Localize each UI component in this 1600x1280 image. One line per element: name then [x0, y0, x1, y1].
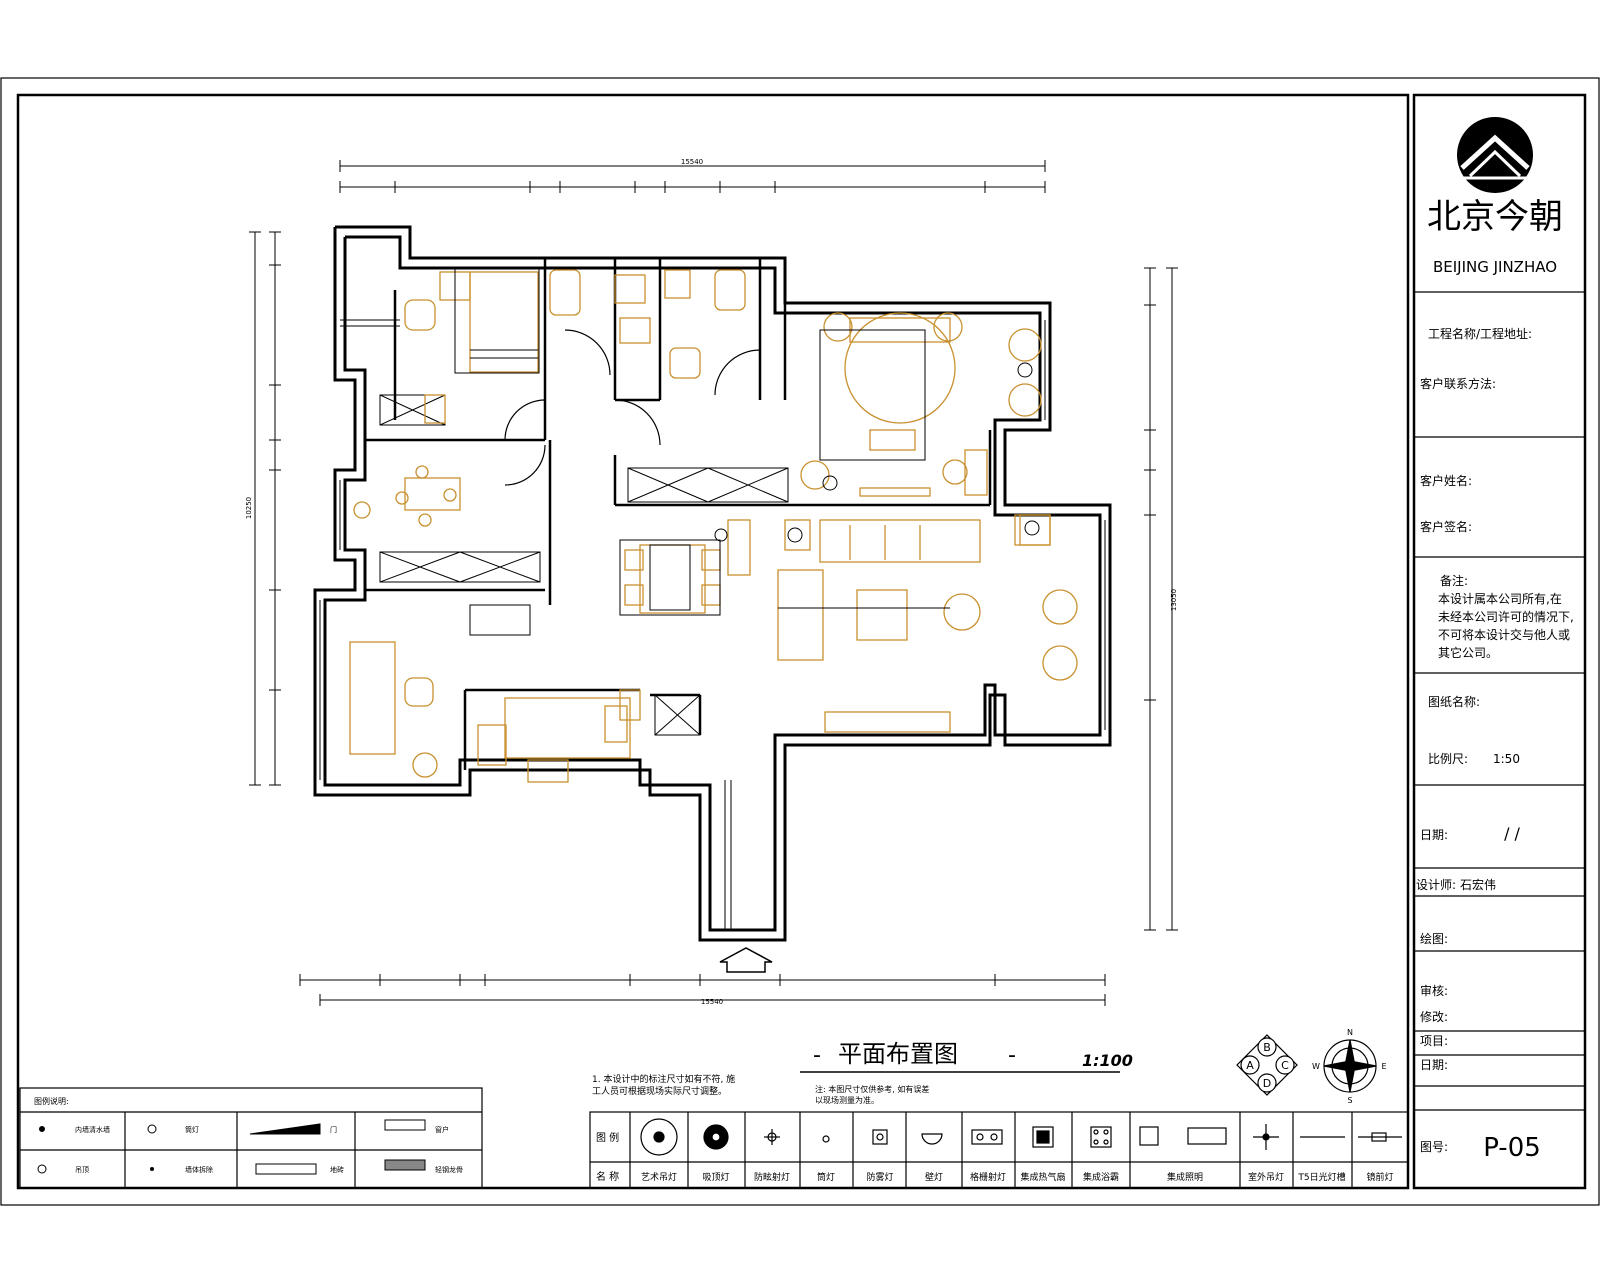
dimension-right: [1144, 267, 1178, 931]
company-logo: [1457, 117, 1533, 193]
day-label: 日期:: [1420, 1058, 1448, 1072]
windows: [319, 319, 1106, 930]
notes-line-1: 本设计属本公司所有,在: [1438, 592, 1562, 606]
legend-left-item-1: 内墙清水墙: [75, 1125, 110, 1134]
dimension-left: [249, 231, 281, 786]
drafter-label: 绘图:: [1420, 931, 1448, 946]
marker-letter-c: C: [1281, 1059, 1289, 1072]
entry-arrow-icon: [719, 947, 773, 973]
legend-left-symbols: [37, 1119, 426, 1175]
dimension-top: [339, 160, 1046, 193]
dimension-bottom: [299, 974, 1106, 1006]
legend-left-item-7: 地砖: [330, 1165, 344, 1174]
section-marker-icon: [1236, 1034, 1298, 1096]
outer-border: [0, 77, 1600, 1206]
compass-n: N: [1347, 1028, 1353, 1037]
checker-label: 审核:: [1420, 983, 1448, 998]
notes-line-4: 其它公司。: [1438, 645, 1498, 660]
notes-line-2: 未经本公司许可的情况下,: [1438, 609, 1574, 624]
drawing-scale: 1:100: [1082, 1051, 1133, 1070]
legend-left-item-4: 窗户: [435, 1125, 449, 1134]
wardrobes: [379, 394, 789, 736]
designer-value: 石宏伟: [1460, 877, 1496, 892]
legend-left-item-6: 墙体拆除: [185, 1165, 213, 1174]
contact-label: 客户联系方法:: [1420, 376, 1496, 391]
revision-label: 修改:: [1420, 1009, 1448, 1024]
sheet-no-label: 图号:: [1420, 1140, 1448, 1154]
dim-bottom-total: 15540: [701, 998, 723, 1006]
legend-left-title: 图例说明:: [34, 1096, 69, 1106]
sheet-no-value: P-05: [1483, 1133, 1541, 1163]
fixtures: [454, 267, 1040, 636]
company-name-cn: 北京今朝: [1427, 197, 1563, 237]
project-short-label: 项目:: [1420, 1034, 1448, 1048]
legend-bottom-item-7: 格栅射灯: [970, 1171, 1006, 1183]
note-1-line-1: 1. 本设计中的标注尺寸如有不符, 施: [592, 1073, 735, 1085]
designer-label: 设计师:: [1416, 878, 1456, 892]
legend-bottom-row-label-1: 图 例: [596, 1131, 619, 1144]
scale-value: 1:50: [1493, 752, 1520, 766]
legend-left-item-3: 门: [330, 1125, 337, 1134]
doors: [504, 329, 761, 486]
legend-left-item-2: 筒灯: [185, 1125, 199, 1134]
title-dash-left: -: [813, 1043, 821, 1068]
marker-letter-d: D: [1263, 1077, 1271, 1090]
legend-bottom-item-5: 防雾灯: [866, 1171, 893, 1183]
legend-bottom-item-11: 室外吊灯: [1248, 1171, 1284, 1183]
drawing-title: 平面布置图: [838, 1040, 958, 1068]
exterior-walls: [313, 225, 1112, 942]
furniture: [349, 269, 1078, 783]
scale-label: 比例尺:: [1428, 752, 1468, 766]
dim-top-total: 15540: [681, 158, 703, 166]
compass-w: W: [1312, 1062, 1320, 1071]
legend-left-item-5: 吊顶: [75, 1166, 89, 1174]
drawing-name-label: 图纸名称:: [1428, 694, 1480, 709]
legend-bottom-table: [589, 1111, 1409, 1189]
title-block-frame: [1412, 93, 1587, 1190]
date-value: / /: [1504, 824, 1520, 843]
notes-label: 备注:: [1440, 573, 1468, 588]
legend-bottom-item-8: 集成热气扇: [1020, 1171, 1065, 1183]
legend-left-item-8: 轻钢龙骨: [435, 1165, 463, 1174]
client-sign-label: 客户签名:: [1420, 519, 1472, 534]
legend-bottom-row-label-2: 名 称: [596, 1170, 619, 1183]
legend-bottom-item-1: 艺术吊灯: [641, 1171, 677, 1183]
legend-bottom-item-2: 吸顶灯: [702, 1172, 729, 1183]
legend-left-table: [19, 1087, 483, 1189]
legend-bottom-item-9: 集成浴霸: [1083, 1171, 1119, 1183]
legend-bottom-item-6: 壁灯: [925, 1171, 943, 1183]
compass-s: S: [1347, 1096, 1352, 1105]
title-dash-right: -: [1008, 1043, 1016, 1068]
dim-left-total: 10250: [245, 497, 253, 519]
legend-bottom-item-3: 防眩射灯: [754, 1171, 790, 1183]
legend-bottom-item-13: 镜前灯: [1366, 1171, 1393, 1183]
north-compass-icon: [1323, 1039, 1377, 1093]
legend-bottom-item-10: 集成照明: [1167, 1171, 1203, 1183]
interior-walls: [365, 258, 992, 770]
note-2-line-1: 注: 本图尺寸仅供参考, 如有误差: [815, 1084, 929, 1094]
marker-letter-b: B: [1263, 1041, 1271, 1054]
notes-line-3: 不可将本设计交与他人或: [1438, 627, 1570, 642]
compass-e: E: [1381, 1062, 1386, 1071]
legend-bottom-item-4: 筒灯: [817, 1171, 835, 1183]
marker-letter-a: A: [1246, 1059, 1254, 1072]
note-2-line-2: 以现场测量为准。: [815, 1095, 879, 1105]
legend-bottom-symbols: [640, 1118, 1402, 1156]
company-name-en: BEIJING JINZHAO: [1433, 258, 1557, 276]
client-name-label: 客户姓名:: [1420, 473, 1472, 488]
dim-right-total: 13050: [1170, 589, 1178, 611]
note-1-line-2: 工人员可根据现场实际尺寸调整。: [592, 1085, 727, 1097]
date-label: 日期:: [1420, 828, 1448, 842]
project-label: 工程名称/工程地址:: [1428, 326, 1532, 341]
legend-bottom-item-12: T5日光灯槽: [1297, 1171, 1345, 1183]
